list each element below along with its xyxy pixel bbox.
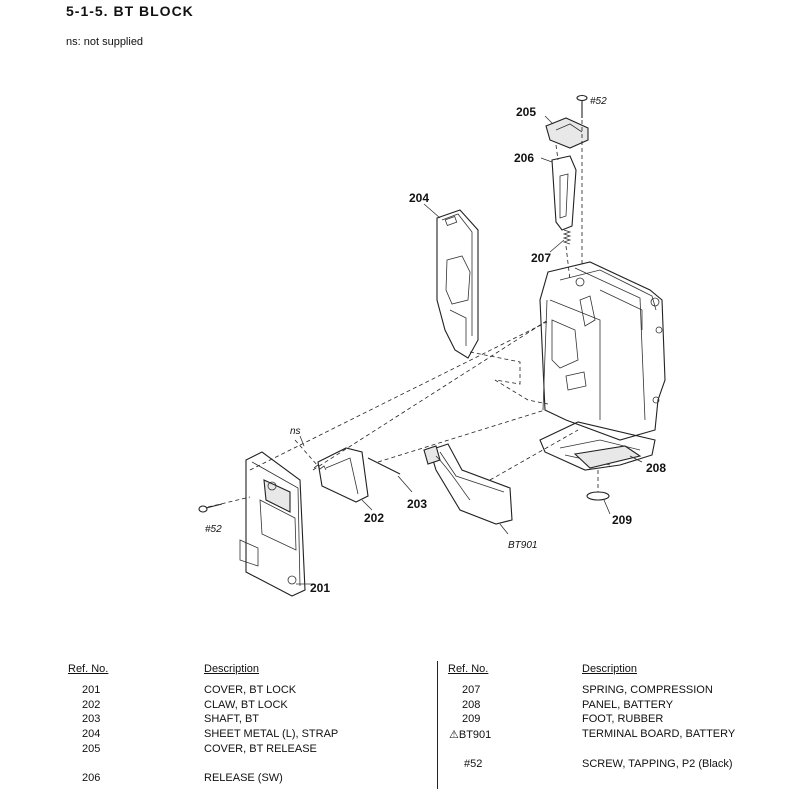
- left-desc-201: COVER, BT LOCK: [204, 684, 297, 696]
- legend-note: ns: not supplied: [66, 36, 144, 48]
- left-desc-204: SHEET METAL (L), STRAP: [204, 728, 339, 740]
- label-209: 209: [612, 513, 632, 527]
- label-ns: ns: [290, 426, 301, 437]
- label-bt901: BT901: [508, 540, 537, 551]
- right-desc-52: SCREW, TAPPING, P2 (Black): [582, 758, 733, 770]
- right-ref-208: 208: [462, 699, 481, 711]
- part-209-foot-rubber: [586, 470, 610, 501]
- left-ref-203: 203: [82, 713, 101, 725]
- right-ref-207: 207: [462, 684, 481, 696]
- page-title: 5-1-5. BT BLOCK: [66, 3, 194, 19]
- left-header-ref: Ref. No.: [68, 663, 109, 675]
- battery-block-assembly: [539, 261, 666, 441]
- screw-52-left: [198, 503, 223, 513]
- label-202: 202: [364, 511, 384, 525]
- left-ref-201: 201: [82, 684, 101, 696]
- left-desc-202: CLAW, BT LOCK: [204, 699, 288, 711]
- left-desc-203: SHAFT, BT: [204, 713, 260, 725]
- label-205: 205: [516, 105, 536, 119]
- right-header-ref: Ref. No.: [448, 663, 489, 675]
- right-header-desc: Description: [582, 663, 638, 675]
- part-208-panel-battery: [539, 421, 656, 471]
- left-ref-205: 205: [82, 743, 101, 755]
- part-207-spring-compression: [562, 229, 572, 281]
- label-52-top: #52: [590, 96, 607, 107]
- part-202-claw-bt-lock: [313, 447, 369, 503]
- part-205-cover-bt-release: [545, 117, 589, 149]
- assembly-guide-lines: [207, 319, 579, 508]
- right-desc-bt901: TERMINAL BOARD, BATTERY: [582, 728, 736, 740]
- right-ref-209: 209: [462, 713, 481, 725]
- label-206: 206: [514, 151, 534, 165]
- right-ref-52: #52: [464, 758, 483, 770]
- label-207: 207: [531, 251, 551, 265]
- screw-52-top: [576, 94, 588, 265]
- right-desc-209: FOOT, RUBBER: [582, 713, 664, 725]
- left-ref-204: 204: [82, 728, 101, 740]
- label-52-left: #52: [205, 524, 222, 535]
- right-desc-208: PANEL, BATTERY: [582, 699, 674, 711]
- table-divider: [437, 661, 438, 789]
- label-201: 201: [310, 581, 330, 595]
- left-header-desc: Description: [204, 663, 260, 675]
- label-208: 208: [646, 461, 666, 475]
- part-206-release-sw: [551, 144, 577, 231]
- part-201-cover-bt-lock: [239, 451, 306, 597]
- part-204-sheet-metal-strap: [436, 209, 479, 359]
- label-204: 204: [409, 191, 429, 205]
- part-203-shaft-bt: [367, 457, 401, 475]
- part-bt901-terminal-board: [423, 443, 513, 525]
- callout-leaders: [296, 115, 643, 585]
- right-desc-207: SPRING, COMPRESSION: [582, 684, 713, 696]
- left-ref-202: 202: [82, 699, 101, 711]
- label-203: 203: [407, 497, 427, 511]
- left-ref-206: 206: [82, 772, 101, 784]
- left-desc-206: RELEASE (SW): [204, 772, 283, 784]
- right-ref-bt901: ⚠BT901: [449, 729, 492, 741]
- left-desc-205: COVER, BT RELEASE: [204, 743, 317, 755]
